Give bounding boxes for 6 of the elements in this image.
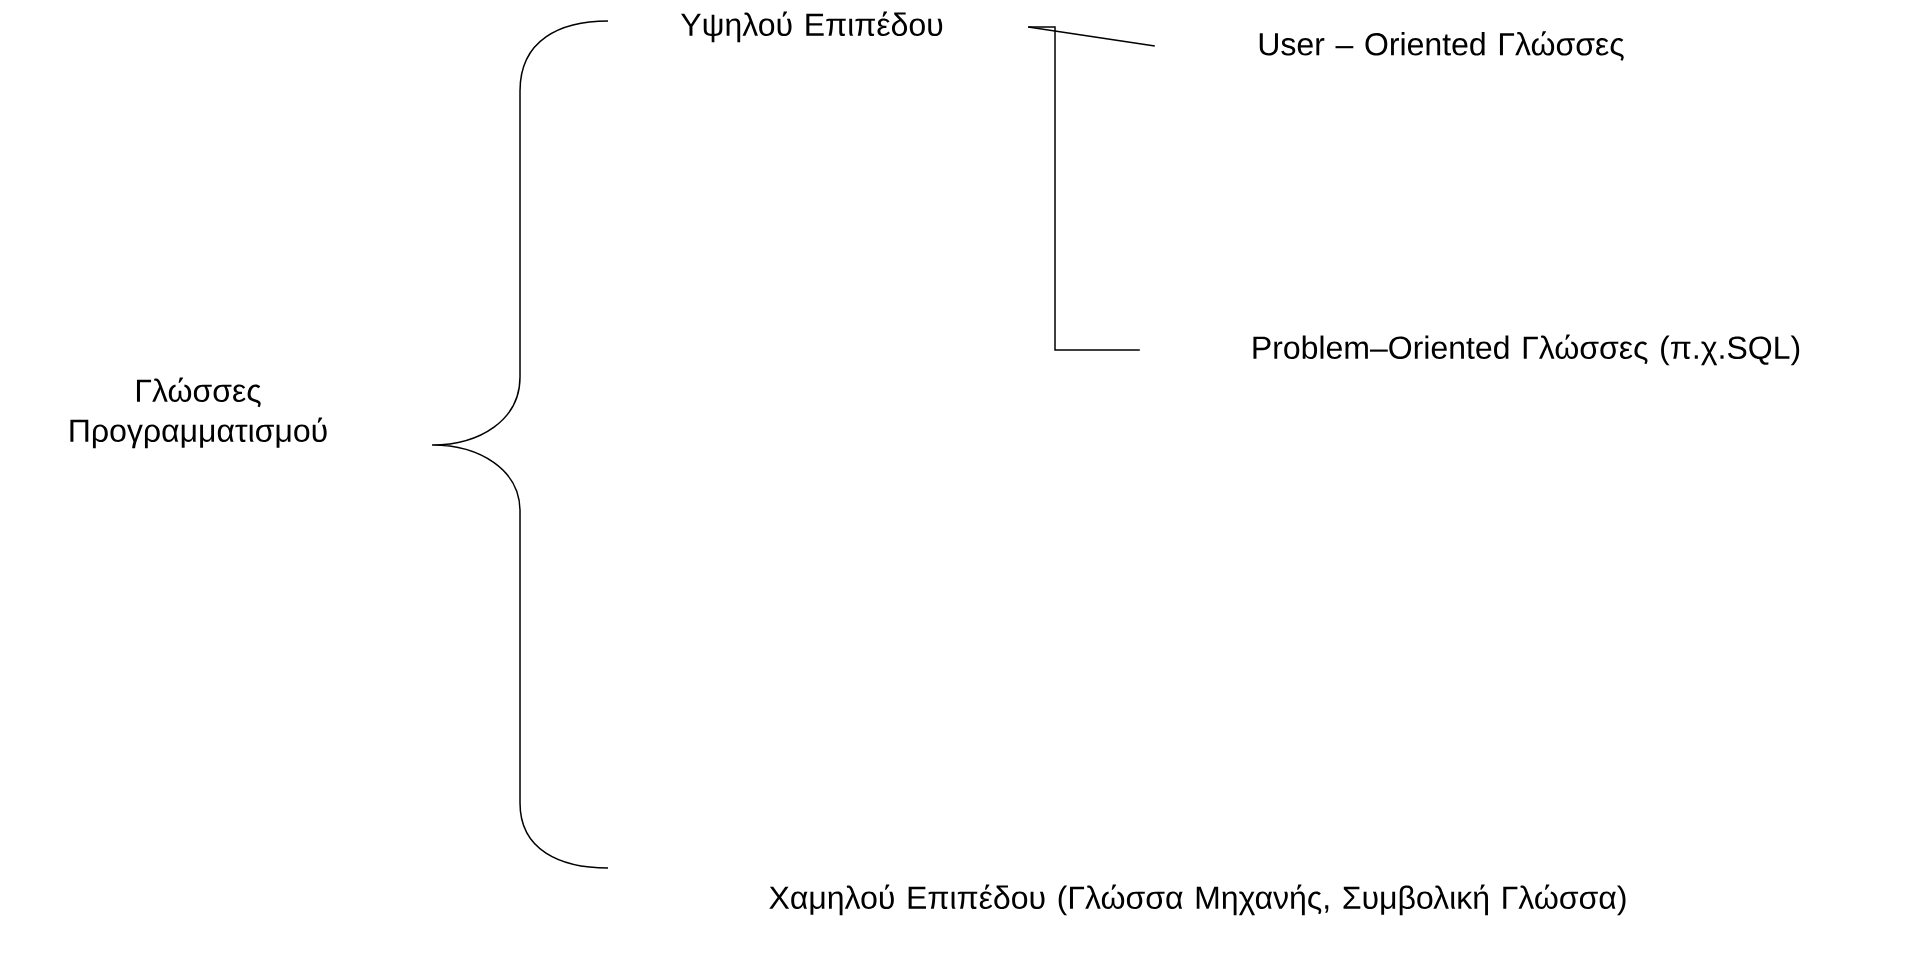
node-label: Problem–Oriented Γλώσσες (π.χ.SQL) [1253,334,1800,366]
node-label: Χαμηλού Επιπέδου (Γλώσσα Μηχανής, Συμβολική Γλώσσα) [769,884,1626,916]
node-label: Γλώσσες Προγραμματισμού [70,377,327,449]
connector-line [1027,26,1141,351]
node-label: User – Oriented Γλώσσες [1259,31,1624,61]
node-label: Υψηλού Επιπέδου [681,11,943,43]
